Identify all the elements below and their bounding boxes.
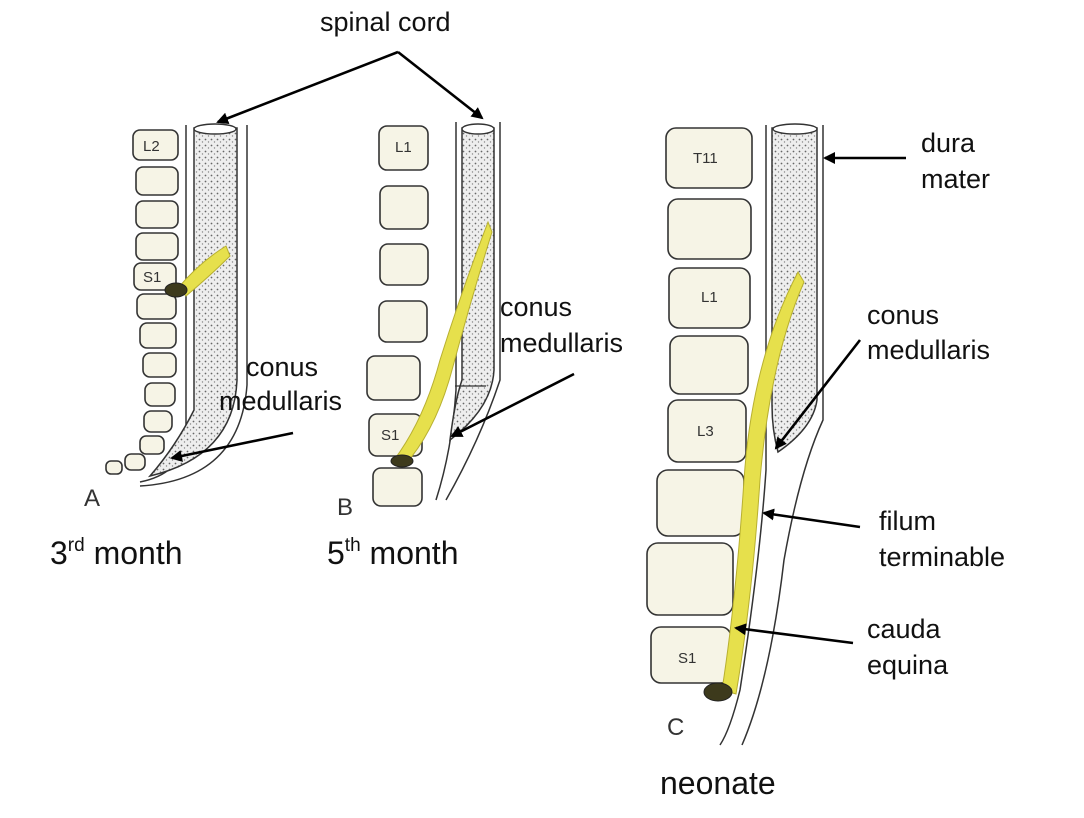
conus-a-arrow bbox=[170, 431, 294, 462]
vertebra bbox=[379, 185, 429, 230]
panel-letter-c: C bbox=[667, 714, 684, 741]
vertebra bbox=[366, 355, 421, 401]
panel-b-vertebrae bbox=[366, 125, 429, 507]
panel-letter-a: A bbox=[84, 485, 100, 512]
conus-medullaris-label-c-line1: conus bbox=[867, 300, 939, 330]
vertebra bbox=[372, 467, 423, 507]
conus-medullaris-label-c-line2: medullaris bbox=[867, 335, 990, 365]
conus-medullaris-label-b-line2: medullaris bbox=[500, 328, 623, 358]
dura-mater-label-line1: dura bbox=[921, 128, 976, 158]
vertebra bbox=[667, 198, 752, 260]
stage-rest: month bbox=[361, 535, 459, 571]
vertebra-label-l1: L1 bbox=[395, 139, 412, 156]
cauda-equina-arrow bbox=[734, 623, 854, 645]
dorsal-root-ganglion bbox=[390, 454, 414, 468]
cauda-equina-label-line2: equina bbox=[867, 650, 949, 680]
stage-label-5th-month: 5th month bbox=[327, 535, 458, 571]
vertebra-label-l3: L3 bbox=[697, 423, 714, 440]
spinal-cord-arrow-b bbox=[397, 50, 484, 120]
vertebra bbox=[144, 382, 176, 407]
conus-c-arrow bbox=[774, 339, 862, 450]
nerve-root-bundle bbox=[721, 270, 805, 695]
vertebra bbox=[656, 469, 745, 537]
stage-label-neonate: neonate bbox=[660, 765, 776, 801]
vertebra bbox=[135, 166, 179, 196]
conus-b-arrow bbox=[450, 372, 575, 438]
stage-label-3rd-month: 3rd month bbox=[50, 535, 183, 571]
cord-top-cap bbox=[461, 123, 495, 135]
conus-medullaris-label-b-line1: conus bbox=[500, 292, 572, 322]
filum-terminable-label-line2: terminable bbox=[879, 542, 1005, 572]
stage-sup: th bbox=[345, 535, 361, 556]
vertebra bbox=[669, 335, 749, 395]
nerve-root-bundle bbox=[177, 245, 231, 297]
vertebra bbox=[646, 542, 734, 616]
dorsal-root-ganglion bbox=[703, 682, 733, 702]
dura-mater-outline bbox=[719, 125, 824, 746]
stage-rest: month bbox=[85, 535, 183, 571]
stage-num: 3 bbox=[50, 535, 68, 571]
vertebra-label-s1: S1 bbox=[381, 427, 399, 444]
dura-mater-label-line2: mater bbox=[921, 164, 990, 194]
panel-b: L1 S1 B 5th month conus medullaris bbox=[327, 122, 623, 571]
vertebra-label-s1: S1 bbox=[678, 650, 696, 667]
spinal-cord-arrow-a bbox=[216, 50, 399, 124]
spinal-cord-label: spinal cord bbox=[320, 7, 451, 37]
vertebra bbox=[378, 125, 429, 171]
vertebra-label-t11: T11 bbox=[693, 150, 718, 167]
panel-a-vertebrae bbox=[105, 129, 179, 475]
vertebra bbox=[139, 435, 165, 455]
spinal-cord-body bbox=[147, 127, 238, 478]
vertebra bbox=[124, 453, 146, 471]
panel-a: L2 S1 A 3rd month conus medullaris bbox=[50, 123, 342, 571]
vertebra bbox=[379, 243, 429, 286]
vertebra bbox=[133, 262, 177, 291]
panel-letter-b: B bbox=[337, 494, 353, 521]
cauda-equina-label-line1: cauda bbox=[867, 614, 942, 644]
nerve-root-bundle bbox=[393, 220, 493, 467]
vertebra-label-l2: L2 bbox=[143, 138, 160, 155]
dorsal-root-ganglion bbox=[164, 282, 188, 298]
panel-c-vertebrae bbox=[646, 127, 753, 684]
conus-medullaris-label-a-line2: medullaris bbox=[219, 386, 342, 416]
vertebra bbox=[135, 200, 179, 229]
vertebra-label-s1: S1 bbox=[143, 269, 161, 286]
dura-mater-outline bbox=[435, 122, 501, 501]
vertebra bbox=[135, 232, 179, 261]
stage-num: 5 bbox=[327, 535, 345, 571]
filum-terminable-label-line1: filum bbox=[879, 506, 936, 536]
vertebra bbox=[378, 300, 428, 343]
cord-top-cap bbox=[772, 123, 818, 135]
filum-terminable-arrow bbox=[762, 508, 861, 529]
vertebra bbox=[142, 352, 177, 378]
conus-medullaris-label-a-line1: conus bbox=[246, 352, 318, 382]
vertebra bbox=[136, 293, 177, 320]
vertebra bbox=[143, 410, 173, 433]
vertebra bbox=[668, 267, 751, 329]
vertebra bbox=[132, 129, 179, 161]
vertebra bbox=[665, 127, 753, 189]
cord-top-cap bbox=[193, 123, 237, 135]
vertebra bbox=[139, 322, 177, 349]
vertebra bbox=[105, 460, 123, 475]
vertebra-label-l1: L1 bbox=[701, 289, 718, 306]
stage-sup: rd bbox=[68, 535, 85, 556]
vertebra bbox=[667, 399, 747, 463]
panel-c: T11 L1 L3 S1 C neonate dura mater conus … bbox=[646, 123, 1005, 801]
